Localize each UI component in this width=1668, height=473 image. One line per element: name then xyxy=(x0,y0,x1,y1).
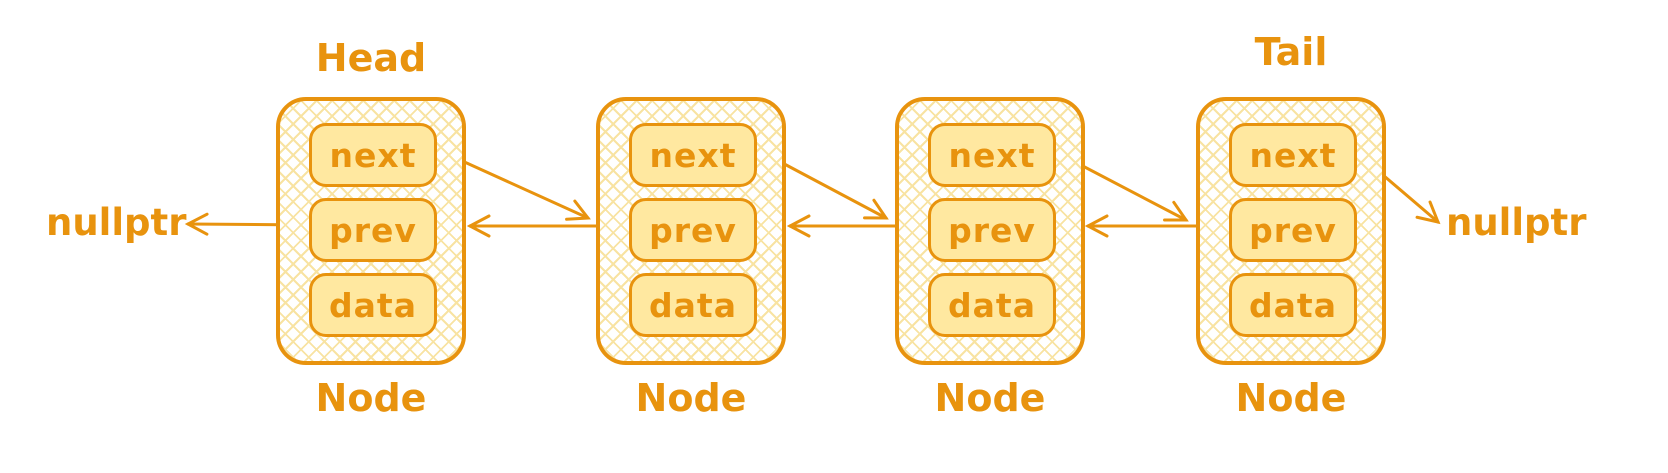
next-field: next xyxy=(629,123,757,187)
node-label-2: Node xyxy=(635,376,747,420)
next-field: next xyxy=(1229,123,1357,187)
next-field: next xyxy=(309,123,437,187)
head-label: Head xyxy=(315,36,427,80)
prev-field: prev xyxy=(928,198,1056,262)
data-field: data xyxy=(629,273,757,337)
list-node-4: next prev data xyxy=(1196,97,1386,365)
list-node-3: next prev data xyxy=(895,97,1085,365)
prev-field: prev xyxy=(629,198,757,262)
data-field: data xyxy=(928,273,1056,337)
tail-label: Tail xyxy=(1254,30,1328,74)
nullptr-label-left: nullptr xyxy=(46,201,187,244)
node-label-3: Node xyxy=(934,376,1046,420)
next-field: next xyxy=(928,123,1056,187)
data-field: data xyxy=(309,273,437,337)
data-field: data xyxy=(1229,273,1357,337)
list-node-2: next prev data xyxy=(596,97,786,365)
prev-field: prev xyxy=(309,198,437,262)
prev-field: prev xyxy=(1229,198,1357,262)
node-label-1: Node xyxy=(315,376,427,420)
nullptr-label-right: nullptr xyxy=(1446,201,1587,244)
list-node-1: next prev data xyxy=(276,97,466,365)
node-label-4: Node xyxy=(1235,376,1347,420)
